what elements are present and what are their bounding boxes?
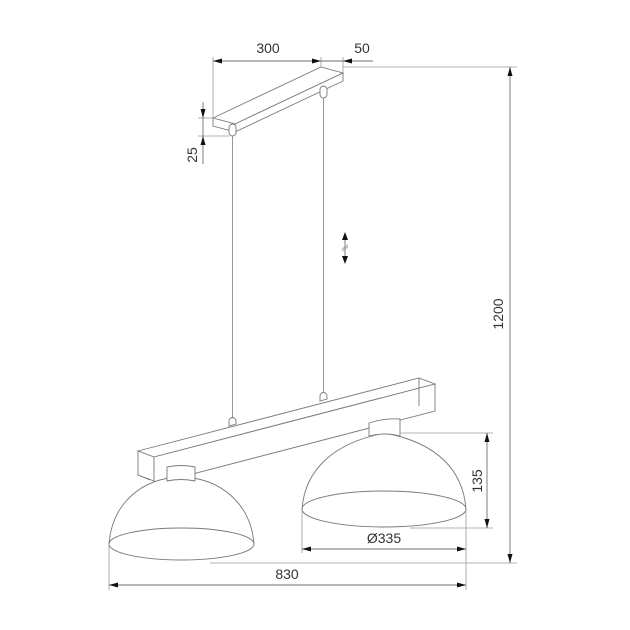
label-50: 50 <box>354 40 370 56</box>
right-shade <box>301 418 467 528</box>
dim-total-length: 830 <box>108 544 466 590</box>
dim-shade-diameter: Ø335 <box>301 509 467 590</box>
ceiling-canopy <box>211 66 345 137</box>
label-830: 830 <box>275 566 299 582</box>
label-1200: 1200 <box>490 298 506 329</box>
dim-total-height: 1200 <box>343 66 517 564</box>
label-135: 135 <box>469 469 485 493</box>
label-diameter: Ø335 <box>367 530 401 546</box>
suspension-cables <box>232 98 324 422</box>
dim-canopy-width: 50 <box>321 40 373 73</box>
dim-canopy-height: 25 <box>184 102 229 164</box>
label-25: 25 <box>184 147 200 163</box>
label-300: 300 <box>256 40 280 56</box>
left-shade <box>108 465 255 561</box>
dim-canopy-length: 300 <box>212 40 322 118</box>
adjustable-height-icon <box>341 232 349 264</box>
dim-shade-height: 135 <box>400 432 493 529</box>
lamp-bar <box>136 377 437 485</box>
